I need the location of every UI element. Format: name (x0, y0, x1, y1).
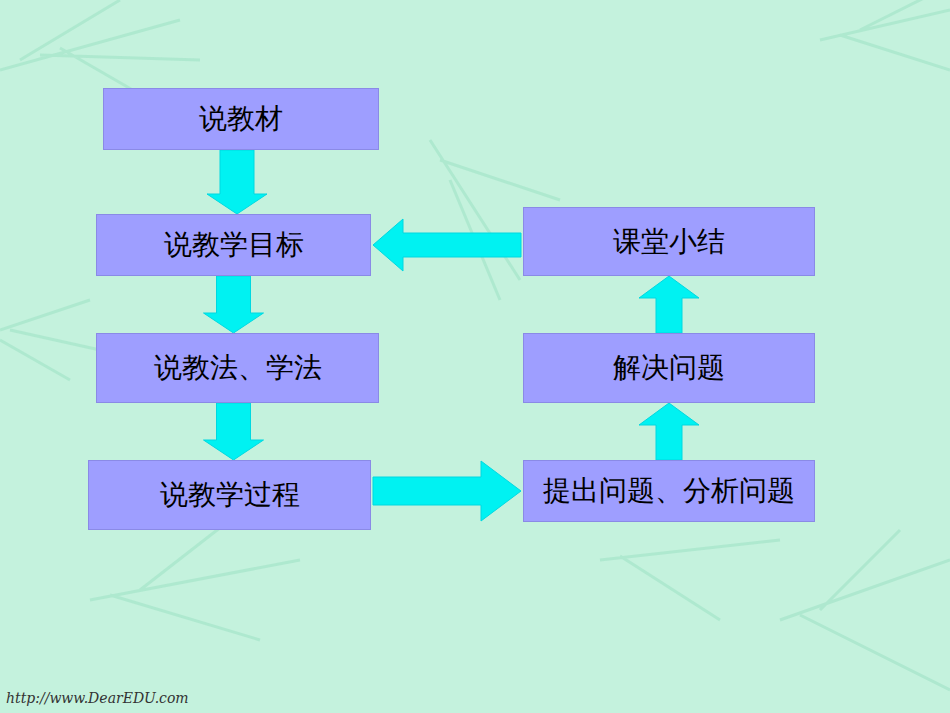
process-box: 课堂小结 (523, 207, 815, 276)
block-arrow (204, 276, 264, 333)
process-box: 说教法、学法 (96, 333, 379, 403)
box-label: 说教法、学法 (154, 351, 322, 385)
box-label: 解决问题 (613, 351, 725, 385)
box-label: 课堂小结 (613, 225, 725, 259)
block-arrow (373, 219, 521, 271)
box-label: 说教学目标 (164, 228, 304, 262)
watermark: http://www.DearEDU.com (6, 690, 189, 706)
box-label: 说教材 (199, 102, 283, 136)
process-box: 解决问题 (523, 333, 815, 403)
block-arrow (639, 403, 699, 460)
process-box: 说教学过程 (88, 460, 371, 530)
block-arrow (207, 150, 267, 214)
block-arrow (373, 461, 521, 521)
process-box: 说教学目标 (96, 214, 371, 276)
box-label: 提出问题、分析问题 (543, 474, 795, 508)
block-arrow (639, 276, 699, 333)
block-arrow (204, 403, 264, 460)
process-box: 提出问题、分析问题 (523, 460, 815, 522)
process-box: 说教材 (103, 88, 379, 150)
box-label: 说教学过程 (160, 478, 300, 512)
